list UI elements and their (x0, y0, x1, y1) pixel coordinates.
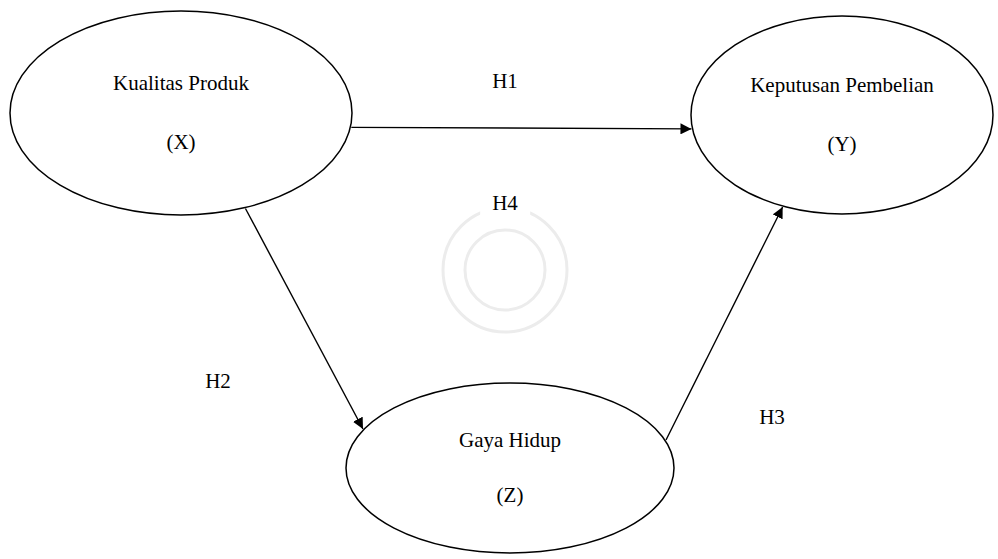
hypothesis-label: H2 (193, 363, 243, 400)
construct-ellipse: Kualitas Produk (X) (9, 10, 353, 216)
construct-name: Gaya Hidup (459, 428, 561, 453)
ellipse-outline (345, 382, 675, 554)
hypothesis-label: H1 (480, 63, 530, 100)
variable-symbol: (Z) (497, 483, 524, 508)
hypothesis-label: H3 (747, 399, 797, 436)
construct-name: Kualitas Produk (113, 71, 249, 96)
hypothesis-arrow (351, 127, 691, 129)
ellipse-outline (9, 10, 353, 216)
variable-symbol: (X) (166, 130, 195, 155)
construct-ellipse: Gaya Hidup (Z) (345, 382, 675, 554)
hypothesis-arrow (245, 209, 363, 429)
construct-name: Keputusan Pembelian (750, 73, 934, 98)
construct-ellipse: Keputusan Pembelian (Y) (690, 15, 994, 215)
ellipse-outline (690, 15, 994, 215)
variable-symbol: (Y) (827, 132, 856, 157)
hypothesis-label: H4 (480, 185, 530, 222)
